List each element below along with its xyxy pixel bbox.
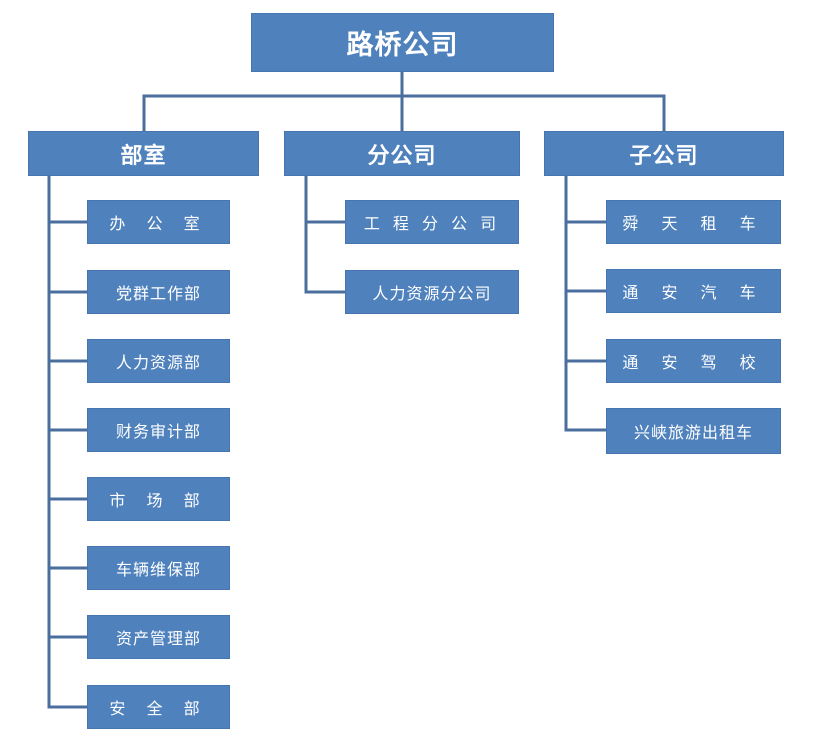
- department-item: 资产管理部: [87, 615, 230, 659]
- subsidiary-item-label: 通 安 驾 校: [622, 353, 765, 372]
- department-item: 党群工作部: [87, 270, 230, 314]
- subsidiary-item: 兴峡旅游出租车: [606, 408, 781, 454]
- department-item: 人力资源部: [87, 339, 230, 383]
- subsidiary-item-label: 通 安 汽 车: [622, 283, 765, 302]
- departments-node: 部室: [28, 131, 259, 176]
- department-item-label: 党群工作部: [115, 284, 201, 303]
- department-item-label: 安 全 部: [109, 699, 208, 718]
- subsidiary-item-label: 兴峡旅游出租车: [633, 423, 753, 442]
- departments-label: 部室: [120, 143, 167, 169]
- branch-item: 工 程 分 公 司: [345, 200, 519, 244]
- department-item-label: 财务审计部: [115, 422, 201, 441]
- branches-label: 分公司: [367, 143, 437, 169]
- department-item: 车辆维保部: [87, 546, 230, 590]
- department-item-label: 市 场 部: [109, 491, 208, 510]
- branch-item-label: 工 程 分 公 司: [363, 214, 501, 233]
- root-label: 路桥公司: [346, 30, 459, 61]
- department-item-label: 资产管理部: [115, 629, 201, 648]
- department-item: 办 公 室: [87, 200, 230, 244]
- subsidiary-item: 舜 天 租 车: [606, 200, 781, 244]
- subsidiary-item: 通 安 汽 车: [606, 269, 781, 313]
- subsidiary-item: 通 安 驾 校: [606, 339, 781, 383]
- root-node: 路桥公司: [251, 13, 554, 72]
- branch-item-label: 人力资源分公司: [372, 284, 492, 303]
- subsidiaries-label: 子公司: [629, 143, 699, 169]
- branch-item: 人力资源分公司: [345, 270, 519, 314]
- subsidiary-item-label: 舜 天 租 车: [622, 214, 765, 233]
- department-item-label: 人力资源部: [115, 353, 201, 372]
- department-item: 安 全 部: [87, 685, 230, 729]
- department-item-label: 办 公 室: [109, 214, 208, 233]
- branches-node: 分公司: [284, 131, 520, 176]
- subsidiaries-node: 子公司: [544, 131, 784, 176]
- department-item: 财务审计部: [87, 408, 230, 452]
- department-item-label: 车辆维保部: [115, 560, 201, 579]
- department-item: 市 场 部: [87, 477, 230, 521]
